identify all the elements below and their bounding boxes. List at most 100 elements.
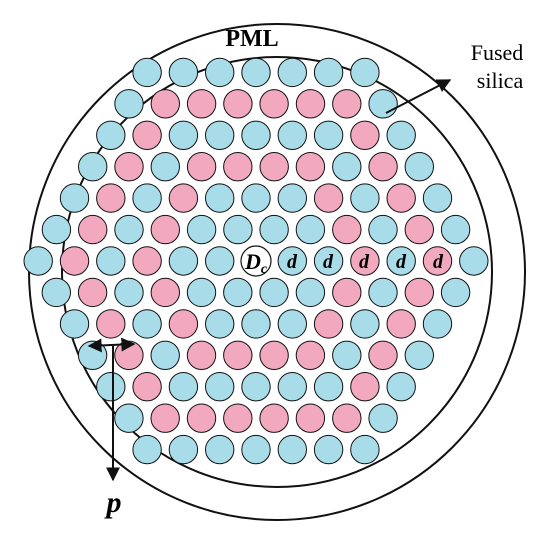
air-hole-ring-2-blue bbox=[295, 277, 326, 308]
pitch-horizontal-arrow bbox=[87, 337, 136, 353]
air-hole-ring-4-blue bbox=[205, 120, 235, 151]
air-hole-ring-5-pink bbox=[96, 309, 126, 339]
air-hole-ring-3-pink bbox=[313, 309, 344, 339]
hole-diameter-label-pink: d bbox=[323, 251, 334, 273]
air-hole-ring-6-blue bbox=[96, 120, 126, 151]
air-hole-ring-5-pink bbox=[332, 403, 362, 433]
air-hole-ring-5-pink bbox=[132, 372, 162, 402]
air-hole-ring-5-pink bbox=[223, 403, 253, 433]
air-hole-ring-4-blue bbox=[132, 309, 162, 339]
air-hole-ring-2-blue bbox=[241, 309, 271, 339]
air-hole-ring-5-pink bbox=[223, 89, 253, 119]
air-hole-ring-4-blue bbox=[150, 152, 181, 182]
air-hole-ring-4-blue bbox=[241, 120, 271, 151]
air-hole-ring-1-blue bbox=[223, 214, 253, 245]
air-hole-ring-4-blue bbox=[96, 246, 126, 276]
air-hole-ring-5-pink bbox=[132, 120, 162, 151]
air-hole-ring-4-blue bbox=[332, 152, 362, 182]
air-hole-ring-2-blue bbox=[277, 183, 307, 213]
air-hole-ring-5-pink bbox=[259, 403, 289, 433]
air-hole-ring-4-blue bbox=[114, 214, 144, 245]
air-hole-ring-4-blue bbox=[205, 372, 235, 402]
air-hole-ring-6-blue bbox=[368, 89, 398, 119]
air-hole-ring-6-blue bbox=[313, 434, 344, 465]
air-hole-ring-3-pink bbox=[223, 340, 253, 370]
air-hole-ring-6-blue bbox=[78, 152, 108, 182]
air-hole-ring-5-pink bbox=[150, 89, 181, 119]
air-hole-ring-5-pink bbox=[186, 89, 217, 119]
air-hole-ring-5-pink bbox=[386, 183, 416, 213]
air-hole-ring-6-blue bbox=[350, 434, 380, 465]
air-hole-ring-5-pink bbox=[295, 403, 326, 433]
air-hole-ring-5-pink bbox=[59, 246, 90, 276]
silica-boundary bbox=[61, 56, 493, 488]
air-hole-ring-3-pink bbox=[168, 309, 199, 339]
air-hole-lattice bbox=[23, 57, 489, 465]
air-hole-ring-5-pink bbox=[332, 89, 362, 119]
air-hole-ring-5-pink bbox=[259, 89, 289, 119]
air-hole-ring-6-blue bbox=[313, 57, 344, 88]
air-hole-ring-6-blue bbox=[350, 57, 380, 88]
hole-diameter-label-blue: d bbox=[359, 251, 370, 273]
air-hole-ring-6-blue bbox=[368, 403, 398, 433]
air-hole-ring-6-blue bbox=[23, 246, 53, 276]
air-hole-ring-5-pink bbox=[368, 152, 398, 182]
hole-diameter-label-pink: d bbox=[396, 251, 407, 273]
air-hole-ring-1-blue bbox=[259, 277, 289, 308]
air-hole-ring-5-pink bbox=[96, 183, 126, 213]
air-hole-ring-6-blue bbox=[41, 277, 71, 308]
air-hole-ring-3-pink bbox=[259, 152, 289, 182]
air-hole-ring-1-blue bbox=[259, 214, 289, 245]
air-hole-ring-5-pink bbox=[78, 214, 108, 245]
air-hole-ring-6-blue bbox=[114, 89, 144, 119]
air-hole-ring-6-blue bbox=[168, 57, 199, 88]
air-hole-ring-5-pink bbox=[186, 403, 217, 433]
fused-silica-label-line2: silica bbox=[477, 68, 524, 93]
air-hole-ring-5-pink bbox=[368, 340, 398, 370]
air-hole-ring-4-blue bbox=[332, 340, 362, 370]
air-hole-ring-2-blue bbox=[277, 309, 307, 339]
air-hole-ring-4-blue bbox=[368, 277, 398, 308]
air-hole-ring-4-blue bbox=[313, 120, 344, 151]
air-hole-ring-6-blue bbox=[59, 309, 90, 339]
air-hole-ring-3-pink bbox=[223, 152, 253, 182]
air-hole-ring-3-pink bbox=[186, 340, 217, 370]
air-hole-ring-2-blue bbox=[186, 214, 217, 245]
air-hole-ring-5-pink bbox=[350, 372, 380, 402]
air-hole-ring-5-pink bbox=[350, 120, 380, 151]
air-hole-ring-4-blue bbox=[350, 183, 380, 213]
air-hole-ring-3-pink bbox=[168, 183, 199, 213]
air-hole-ring-6-blue bbox=[277, 434, 307, 465]
air-hole-ring-3-pink bbox=[332, 277, 362, 308]
air-hole-ring-4-blue bbox=[350, 309, 380, 339]
air-hole-ring-6-blue bbox=[404, 152, 434, 182]
air-hole-ring-3-pink bbox=[150, 214, 181, 245]
air-hole-ring-2-blue bbox=[186, 277, 217, 308]
air-hole-ring-2-blue bbox=[168, 246, 199, 276]
air-hole-ring-4-blue bbox=[132, 183, 162, 213]
air-hole-ring-3-pink bbox=[259, 340, 289, 370]
air-hole-ring-6-blue bbox=[277, 57, 307, 88]
air-hole-ring-4-blue bbox=[168, 120, 199, 151]
air-hole-ring-3-pink bbox=[150, 277, 181, 308]
air-hole-ring-5-pink bbox=[150, 403, 180, 433]
air-hole-ring-4-blue bbox=[386, 246, 416, 276]
air-hole-ring-3-pink bbox=[132, 246, 162, 276]
air-hole-ring-5-pink bbox=[77, 277, 108, 308]
air-hole-ring-1-blue bbox=[205, 246, 235, 276]
air-hole-ring-6-blue bbox=[41, 214, 72, 245]
air-hole-ring-5-pink bbox=[295, 89, 326, 119]
air-hole-ring-6-blue bbox=[422, 183, 453, 213]
air-hole-ring-3-pink bbox=[313, 183, 344, 213]
air-hole-ring-3-pink bbox=[295, 152, 326, 182]
air-hole-ring-6-blue bbox=[59, 183, 90, 213]
core-hole: Dc bbox=[240, 245, 272, 277]
air-hole-ring-6-blue bbox=[404, 340, 434, 370]
air-hole-ring-5-pink bbox=[404, 277, 434, 308]
air-hole-ring-6-blue bbox=[205, 434, 235, 465]
air-hole-ring-4-blue bbox=[241, 372, 271, 402]
air-hole-ring-1-blue bbox=[277, 246, 307, 276]
